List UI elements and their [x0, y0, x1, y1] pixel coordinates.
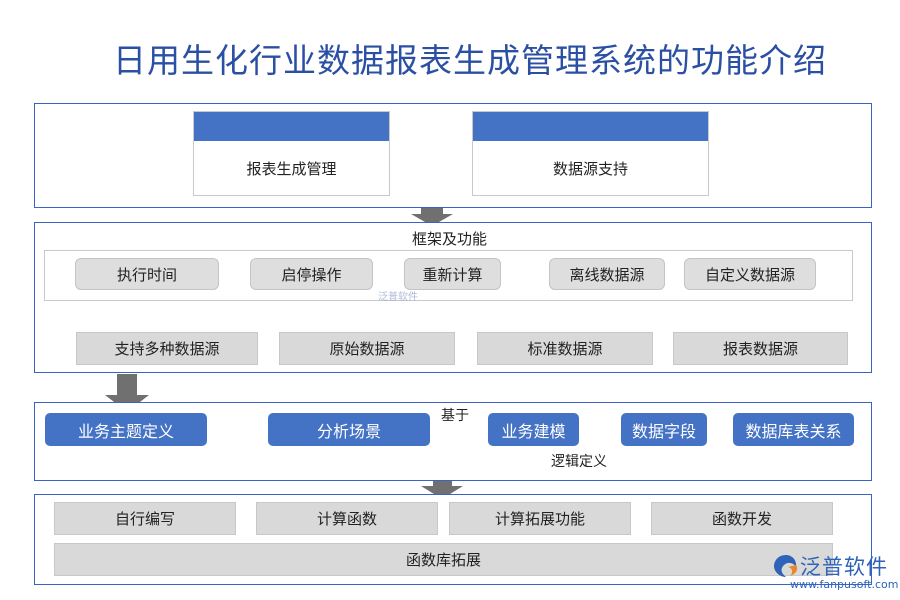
- card-header-bar: [473, 112, 708, 141]
- pill-execution-time: 执行时间: [75, 258, 219, 290]
- box-calc-function: 计算函数: [256, 502, 438, 535]
- brand-url: www.fanpusoft.com: [790, 578, 899, 591]
- node-business-modeling: 业务建模: [488, 413, 579, 446]
- pill-recalculate: 重新计算: [404, 258, 501, 290]
- node-data-field: 数据字段: [621, 413, 707, 446]
- box-function-library-ext: 函数库拓展: [54, 543, 833, 576]
- card-report-management: 报表生成管理: [193, 111, 390, 196]
- brand-swirl-icon: [774, 555, 798, 577]
- watermark-center: 泛普软件: [378, 292, 418, 303]
- box-self-writing: 自行编写: [54, 502, 236, 535]
- node-analysis-scene: 分析场景: [268, 413, 430, 446]
- box-multi-source: 支持多种数据源: [76, 332, 258, 365]
- card-header-bar: [194, 112, 389, 141]
- card-datasource-support-label: 数据源支持: [552, 159, 628, 178]
- pill-start-stop: 启停操作: [250, 258, 373, 290]
- brand-logo: 泛普软件 www.fanpusoft.com: [770, 551, 899, 596]
- card-report-management-label: 报表生成管理: [246, 159, 337, 178]
- framework-header: 框架及功能: [412, 230, 488, 248]
- box-raw-source: 原始数据源: [279, 332, 455, 365]
- section-overview: [34, 103, 872, 208]
- edge-label-based-on: 基于: [441, 408, 469, 424]
- box-report-source: 报表数据源: [673, 332, 848, 365]
- page-title: 日用生化行业数据报表生成管理系统的功能介绍: [113, 41, 827, 80]
- card-datasource-support: 数据源支持: [472, 111, 709, 196]
- box-calc-extension: 计算拓展功能: [449, 502, 631, 535]
- pill-custom-source: 自定义数据源: [684, 258, 816, 290]
- node-db-table-relation: 数据库表关系: [733, 413, 854, 446]
- node-business-topic: 业务主题定义: [45, 413, 207, 446]
- big-down-arrow-1: [411, 205, 453, 226]
- box-function-dev: 函数开发: [651, 502, 833, 535]
- brand-name: 泛普软件: [800, 555, 888, 579]
- box-standard-source: 标准数据源: [477, 332, 653, 365]
- pill-offline-source: 离线数据源: [549, 258, 665, 290]
- edge-label-logic-definition: 逻辑定义: [551, 454, 607, 470]
- big-down-arrow-3: [421, 478, 463, 499]
